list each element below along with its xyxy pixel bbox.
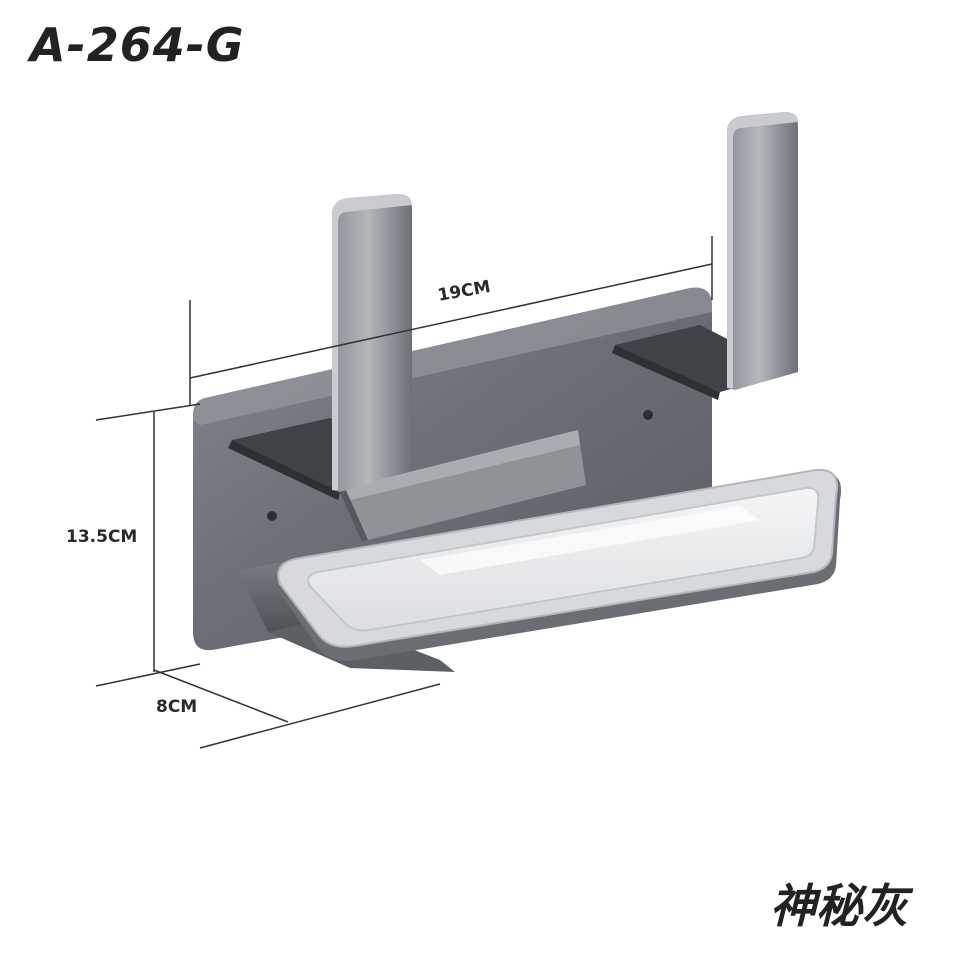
height-label: 13.5CM xyxy=(66,527,138,547)
depth-dimension-line xyxy=(153,669,289,723)
hook-left xyxy=(228,194,412,500)
screw-hole-left xyxy=(267,511,277,521)
height-extension-bottom xyxy=(95,663,201,687)
height-extension-top xyxy=(95,403,201,421)
model-number: A-264-G xyxy=(30,18,245,72)
screw-hole-right xyxy=(643,410,653,420)
color-variant-name: 神秘灰 xyxy=(770,879,908,933)
center-bracket xyxy=(340,430,586,542)
soap-tray xyxy=(276,468,842,661)
hook-right xyxy=(612,112,798,400)
dimension-lines xyxy=(95,236,713,749)
depth-extension-front xyxy=(199,683,441,749)
depth-label: 8CM xyxy=(156,697,198,717)
width-dimension-line xyxy=(189,263,713,379)
